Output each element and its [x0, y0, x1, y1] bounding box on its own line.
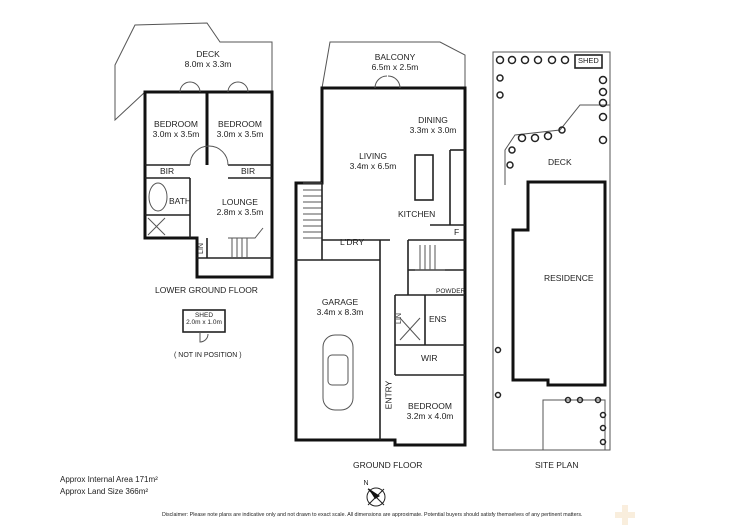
- balcony-outline: [321, 41, 466, 89]
- tree-icons: [494, 55, 608, 446]
- fridge-label: F: [454, 227, 460, 237]
- residence-outline: [511, 180, 607, 387]
- north-label: N: [363, 480, 368, 487]
- shed-note: ( NOT IN POSITION ): [174, 352, 242, 359]
- lower-ground-floor-title: LOWER GROUND FLOOR: [155, 285, 258, 295]
- lot-boundary: [492, 51, 611, 451]
- site-shed-label: SHED: [578, 56, 599, 65]
- site-deck-label: DECK: [548, 157, 572, 167]
- lin-label: LIN: [395, 313, 403, 324]
- north-compass-icon: [366, 487, 386, 507]
- kitchen-label: KITCHEN: [398, 209, 436, 219]
- lower-building-walls: [143, 90, 274, 279]
- car-icon: [322, 334, 354, 411]
- bir-label: BIR: [160, 166, 175, 176]
- entry-label: ENTRY: [383, 380, 394, 410]
- deck-outline: [114, 22, 273, 122]
- ground-floor-plan: [294, 41, 467, 447]
- disclaimer: Disclaimer: Please note plans are indica…: [162, 512, 583, 518]
- site-plan-drawing: [492, 51, 611, 451]
- laundry-label: L'DRY: [340, 237, 365, 247]
- kitchen-island: [414, 154, 434, 201]
- site-plan-title: SITE PLAN: [535, 460, 579, 470]
- lower-ground-floor-plan: [114, 22, 274, 279]
- land-size: Approx Land Size 366m²: [60, 487, 149, 496]
- lin-label: LIN: [197, 243, 205, 254]
- internal-area: Approx Internal Area 171m²: [60, 475, 158, 484]
- shed-plan: [182, 309, 226, 343]
- wir-label: WIR: [421, 353, 438, 363]
- site-shed: [574, 54, 603, 69]
- ensuite-label: ENS: [429, 314, 447, 324]
- bath-label: BATH: [169, 196, 192, 206]
- ground-floor-title: GROUND FLOOR: [353, 460, 423, 470]
- watermark-logo: [615, 505, 635, 525]
- residence-label: RESIDENCE: [544, 273, 594, 283]
- bir-label: BIR: [241, 166, 256, 176]
- powder-label: POWDER: [436, 288, 466, 295]
